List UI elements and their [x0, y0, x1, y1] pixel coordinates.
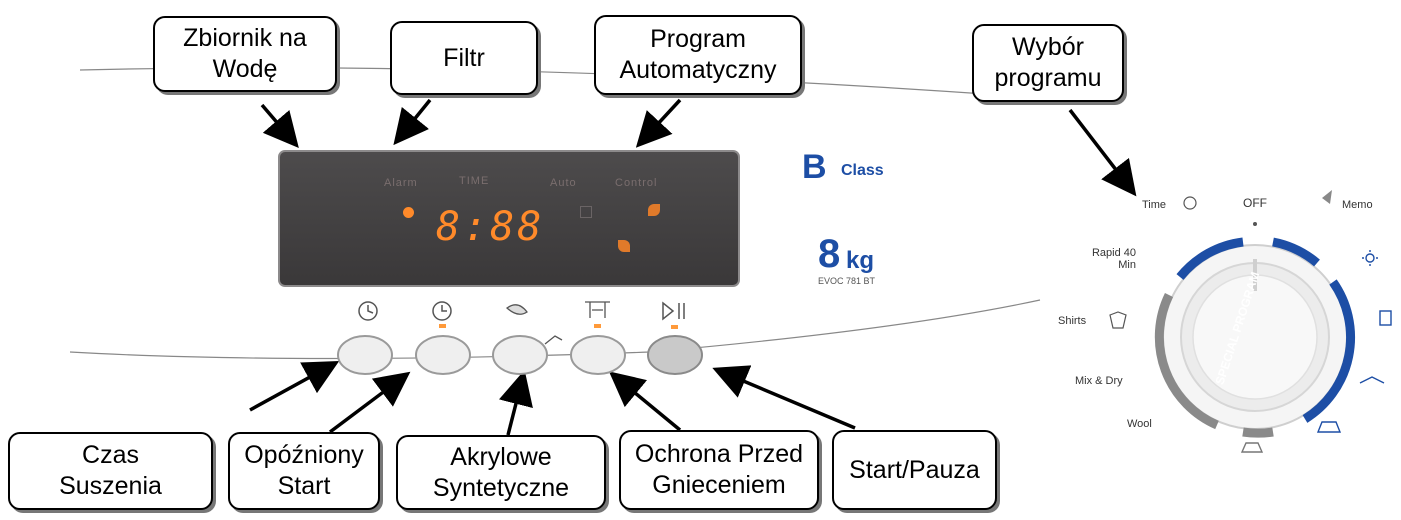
clock-icon [358, 301, 378, 321]
timer-icon [1183, 196, 1197, 210]
control-leaf-icon-2 [618, 240, 630, 252]
sun-icon [1362, 250, 1378, 266]
play-pause-icon [662, 301, 685, 321]
time-display: 8:88 [436, 204, 545, 250]
arrow-delay [328, 371, 411, 434]
dry-time-button [337, 335, 393, 375]
shirt-icon [1109, 311, 1127, 329]
arrow-filter [393, 98, 432, 146]
dial-label-rapid: Rapid 40 Min [1091, 247, 1136, 271]
arrow-anticrease [608, 371, 682, 432]
dial-label-shirts: Shirts [1058, 315, 1087, 327]
auto-label: Auto [550, 177, 577, 189]
lower-contour-line [69, 299, 1041, 360]
cupboard-icon [1379, 310, 1392, 326]
dial-label-memo: Memo [1342, 199, 1373, 211]
dial-label-mix-dry: Mix & Dry [1075, 375, 1123, 387]
memo-pin-icon [1322, 190, 1332, 204]
synthetic-button [492, 335, 548, 375]
control-leaf-icon [648, 204, 660, 216]
anticrease-button [570, 335, 626, 375]
arrow-tank [260, 103, 299, 148]
anti-crease-icon [585, 301, 610, 318]
dial-off-label: OFF [1243, 196, 1267, 210]
callout-start-pause: Start/Pauza [832, 430, 997, 510]
arrow-synthetic [498, 369, 533, 436]
delay-clock-icon [432, 301, 452, 321]
arrow-selector [1068, 108, 1137, 197]
model-number: EVOC 781 BT [818, 276, 876, 286]
iron-icon [1316, 421, 1342, 433]
program-dial: OFF [1154, 196, 1355, 438]
capacity-unit: kg [846, 247, 875, 274]
control-label: Control [615, 177, 658, 189]
auto-indicator-icon [580, 206, 592, 218]
control-panel-display [278, 150, 740, 287]
arrow-start [712, 365, 856, 430]
alarm-indicator-icon [403, 207, 414, 218]
dial-label-time: Time [1142, 199, 1167, 211]
delay-start-button [415, 335, 471, 375]
energy-class-word: Class [841, 162, 884, 179]
start-pause-button [647, 335, 703, 375]
callout-filter: Filtr [390, 21, 538, 95]
alarm-label: Alarm [384, 177, 418, 189]
dial-label-wool: Wool [1127, 418, 1152, 430]
hanger-icon [1359, 376, 1385, 384]
time-label: TIME [459, 175, 490, 187]
capacity-number: 8 [818, 232, 841, 276]
energy-class-letter: B [802, 148, 827, 186]
iron-grey-icon [1240, 442, 1264, 453]
synthetic-icon [505, 304, 528, 315]
arrow-dry-time [249, 360, 340, 412]
arrow-auto [635, 98, 682, 148]
